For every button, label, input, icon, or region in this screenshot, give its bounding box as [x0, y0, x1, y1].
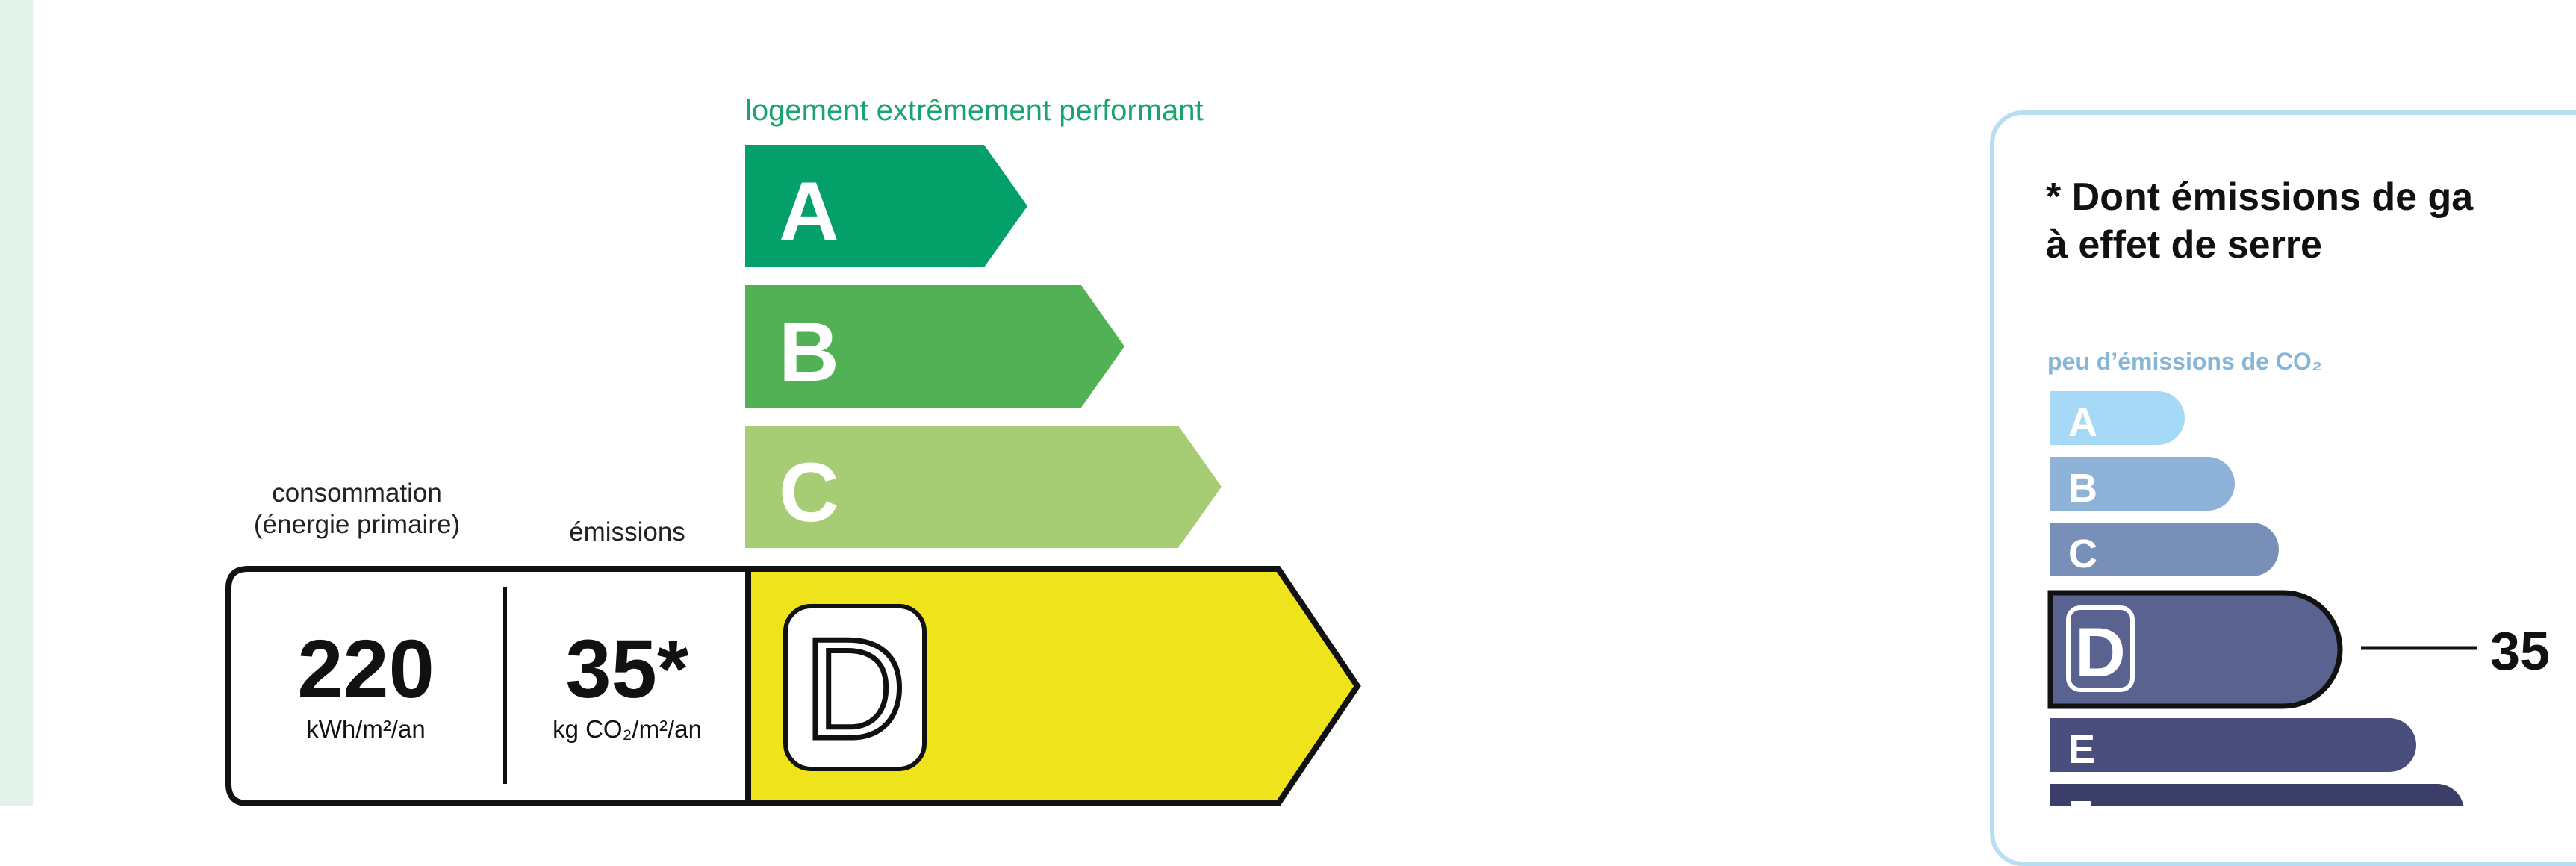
svg-text:D: D [2075, 613, 2126, 691]
dpe-scale: A B C D [225, 145, 1361, 806]
current-class-letter-box [783, 604, 927, 771]
ges-band-e: E [2050, 718, 2416, 772]
consumption-value: 220 [297, 623, 435, 715]
ges-caption: peu d’émissions de CO₂ [2047, 348, 2323, 375]
ges-band-a: A [2050, 391, 2185, 445]
svg-text:A: A [2068, 400, 2097, 445]
svg-text:E: E [2068, 727, 2095, 772]
emissions-value: 35* [565, 623, 689, 715]
top-caption: logement extrêmement performant [745, 94, 1204, 127]
svg-text:B: B [779, 305, 839, 399]
svg-text:C: C [2068, 532, 2097, 576]
svg-text:D: D [803, 610, 906, 768]
consumption-unit: kWh/m²/an [306, 715, 426, 743]
svg-text:B: B [2068, 466, 2097, 511]
band-a: A [745, 145, 1027, 267]
band-b: B [745, 285, 1124, 408]
ges-scale: A B C D E F [2047, 391, 2477, 806]
ges-current-letter-box [2066, 605, 2135, 692]
svg-text:C: C [779, 446, 839, 539]
current-class-marker: D [745, 566, 1361, 806]
ges-value: 35 [2490, 622, 2551, 682]
emissions-label: émissions [569, 517, 685, 546]
ges-current-class: D [2047, 590, 2477, 709]
band-c: C [745, 426, 1222, 548]
ges-band-c: C [2050, 523, 2279, 576]
svg-text:F: F [2068, 793, 2093, 806]
ges-title: * Dont émissions de ga à effet de serre [2046, 175, 2474, 267]
svg-text:A: A [779, 165, 839, 258]
left-accent-strip [0, 0, 33, 806]
emissions-unit: kg CO₂/m²/an [553, 715, 702, 743]
value-panel [225, 566, 748, 806]
consumption-label: consommation (énergie primaire) [253, 479, 461, 539]
ges-band-f: F [2050, 784, 2464, 806]
ges-band-b: B [2050, 457, 2235, 511]
